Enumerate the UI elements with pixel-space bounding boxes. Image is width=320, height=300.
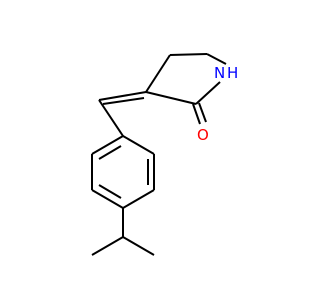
bond-c2-c3 [145, 91, 197, 105]
bond-c3-c4 [145, 54, 171, 93]
bond-c4-c5 [169, 53, 208, 56]
molecule-structure: N H O [91, 53, 238, 256]
atom-h-label: H [227, 64, 238, 82]
bond-c3-ch-b [102, 97, 145, 105]
bond-c2-o-a [192, 103, 201, 125]
bond-ch-me1 [91, 236, 124, 256]
bond-c5-n [206, 53, 227, 65]
atom-n-label: N [214, 64, 225, 82]
bond-ch-me2 [122, 236, 155, 256]
bond-ar-inner-3 [98, 145, 122, 160]
bond-c3-ch-a [98, 91, 147, 101]
bond-c2-o-b [198, 102, 207, 123]
bond-ar6-ar1 [91, 135, 124, 155]
bond-ar-inner-2 [98, 184, 122, 199]
bond-ar3-ar4 [122, 189, 155, 209]
bond-ch-aryl [98, 99, 124, 137]
bond-n-c2 [195, 81, 221, 105]
atom-o-label: O [197, 126, 209, 144]
bond-ar1-ar2 [122, 135, 155, 155]
bond-ar4-ar5 [91, 189, 124, 209]
